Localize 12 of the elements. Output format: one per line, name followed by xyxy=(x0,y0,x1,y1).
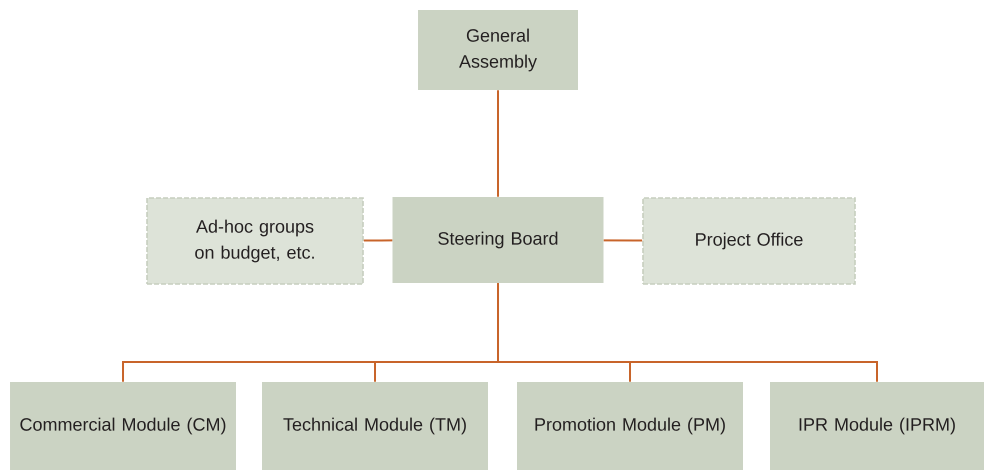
dashed-box: Project Office xyxy=(642,197,856,285)
connector-line xyxy=(364,239,392,242)
dashed-box: Ad-hoc groups on budget, etc. xyxy=(146,197,364,285)
org-box: IPR Module (IPRM) xyxy=(770,382,984,470)
org-box: General Assembly xyxy=(418,10,578,90)
connector-line xyxy=(497,283,878,382)
org-box: Steering Board xyxy=(392,197,604,283)
org-box: Commercial Module (CM) xyxy=(10,382,236,470)
connector-line xyxy=(604,239,642,242)
org-box: Promotion Module (PM) xyxy=(517,382,743,470)
connector-line xyxy=(497,90,499,197)
org-box: Technical Module (TM) xyxy=(262,382,488,470)
